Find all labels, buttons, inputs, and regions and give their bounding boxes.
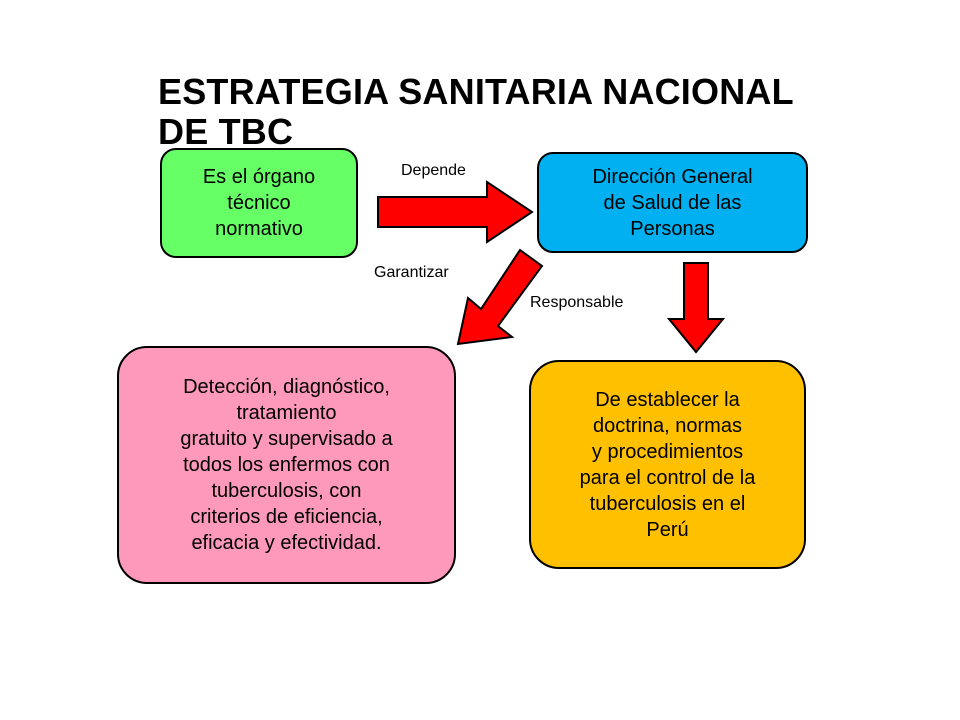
diagram-title: ESTRATEGIA SANITARIA NACIONAL DE TBC: [158, 71, 794, 152]
edge-label-responsable: Responsable: [530, 294, 624, 311]
node-organo-tecnico: Es el órgano técnico normativo: [160, 148, 358, 258]
arrow-responsable: [666, 262, 726, 354]
node-direccion-general: Dirección General de Salud de las Person…: [537, 152, 808, 253]
node-establecer-doctrina: De establecer la doctrina, normas y proc…: [529, 360, 806, 569]
arrow-depende: [377, 180, 534, 244]
edge-label-depende: Depende: [401, 162, 466, 179]
node-deteccion-diagnostico: Detección, diagnóstico, tratamiento grat…: [117, 346, 456, 584]
edge-label-garantizar: Garantizar: [374, 264, 449, 281]
